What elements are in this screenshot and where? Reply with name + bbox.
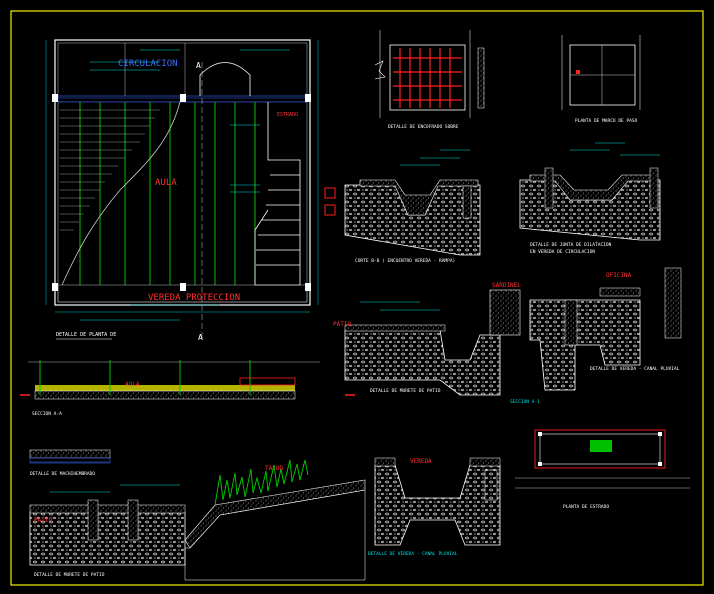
patio-detail-title: DETALLE DE MURETE DE PATIO — [34, 572, 105, 578]
vereda-label: VEREDA — [410, 458, 432, 465]
estrado-title: PLANTA DE ESTRADO — [563, 504, 609, 510]
section-bb: CORTE B-B ( ENCUENTRO VEREDA - RAMPA) — [344, 149, 481, 264]
canal-detail: VEREDA DETALLE DE VEREDA - CANAL PLUVIAL… — [34, 457, 501, 557]
oficina-label: OFICINA — [606, 272, 632, 279]
channel-detail-right: OFICINA DETALLE DE VEREDA - CANAL PLUVIA… — [510, 267, 682, 405]
sardinel-label: SARDINEL — [492, 282, 521, 289]
section-bb-title: CORTE B-B ( ENCUENTRO VEREDA - RAMPA) — [355, 258, 455, 264]
plan-title: DETALLE DE PLANTA DE — [56, 332, 116, 338]
expansion-joint-detail: DETALLE DE JUNTA DE DILATACION EN VEREDA… — [519, 142, 661, 255]
section-aa-title: SECCION A-A — [32, 411, 62, 417]
slope-detail: TALUD — [184, 459, 366, 581]
patio-wall-detail: DETALLE DE MURETE DE PATIO — [29, 484, 186, 578]
patio-edge-title: DETALLE DE MURETE DE PATIO — [370, 388, 441, 394]
canal-title: DETALLE DE VEREDA - CANAL PLUVIAL — [368, 551, 458, 557]
joint-subtitle: EN VEREDA DE CIRCULACION — [530, 249, 595, 255]
section-mark-top: A — [196, 61, 201, 70]
vereda-title: DETALLE DE VEREDA - CANAL PLUVIAL — [590, 366, 680, 372]
slope-label: TALUD — [265, 465, 283, 472]
sheet-frame — [10, 10, 704, 586]
section-aa: AULA SECCION A-A — [20, 360, 355, 417]
frame-plan-detail: PLANTA DE MARCO DE PASO — [561, 35, 641, 124]
patio-label: PATIO — [333, 321, 351, 328]
machihembrado-title: DETALLE DE MACHIHEMBRADO — [30, 471, 95, 477]
estrado-plan: PLANTA DE ESTRADO — [515, 429, 690, 510]
room-label-circulacion: CIRCULACION — [118, 59, 178, 69]
floor-plan: A A CIRCULACION AULA VEREDA PROTECCION E… — [45, 39, 336, 342]
patio-left-label: PATIO — [34, 517, 52, 524]
room-label-estrado: ESTRADO — [277, 112, 298, 118]
section-a1: SECCION A-1 — [510, 399, 540, 405]
room-label-aula: AULA — [155, 178, 177, 188]
frame-plan-title: PLANTA DE MARCO DE PASO — [575, 118, 638, 124]
section-mark-bottom: A — [198, 333, 203, 342]
aula-section-label: AULA — [125, 381, 140, 388]
rebar-plan-detail: DETALLE DE ENCOFRADO SOBRE — [374, 30, 485, 130]
tongue-groove-detail: DETALLE DE MACHIHEMBRADO — [29, 449, 111, 477]
rebar-plan-title: DETALLE DE ENCOFRADO SOBRE — [388, 124, 459, 130]
patio-edge-detail: PATIO SARDINEL DETALLE DE MURETE DE PATI… — [333, 282, 521, 396]
room-label-vereda: VEREDA PROTECCION — [148, 293, 240, 303]
joint-title: DETALLE DE JUNTA DE DILATACION — [530, 242, 612, 248]
